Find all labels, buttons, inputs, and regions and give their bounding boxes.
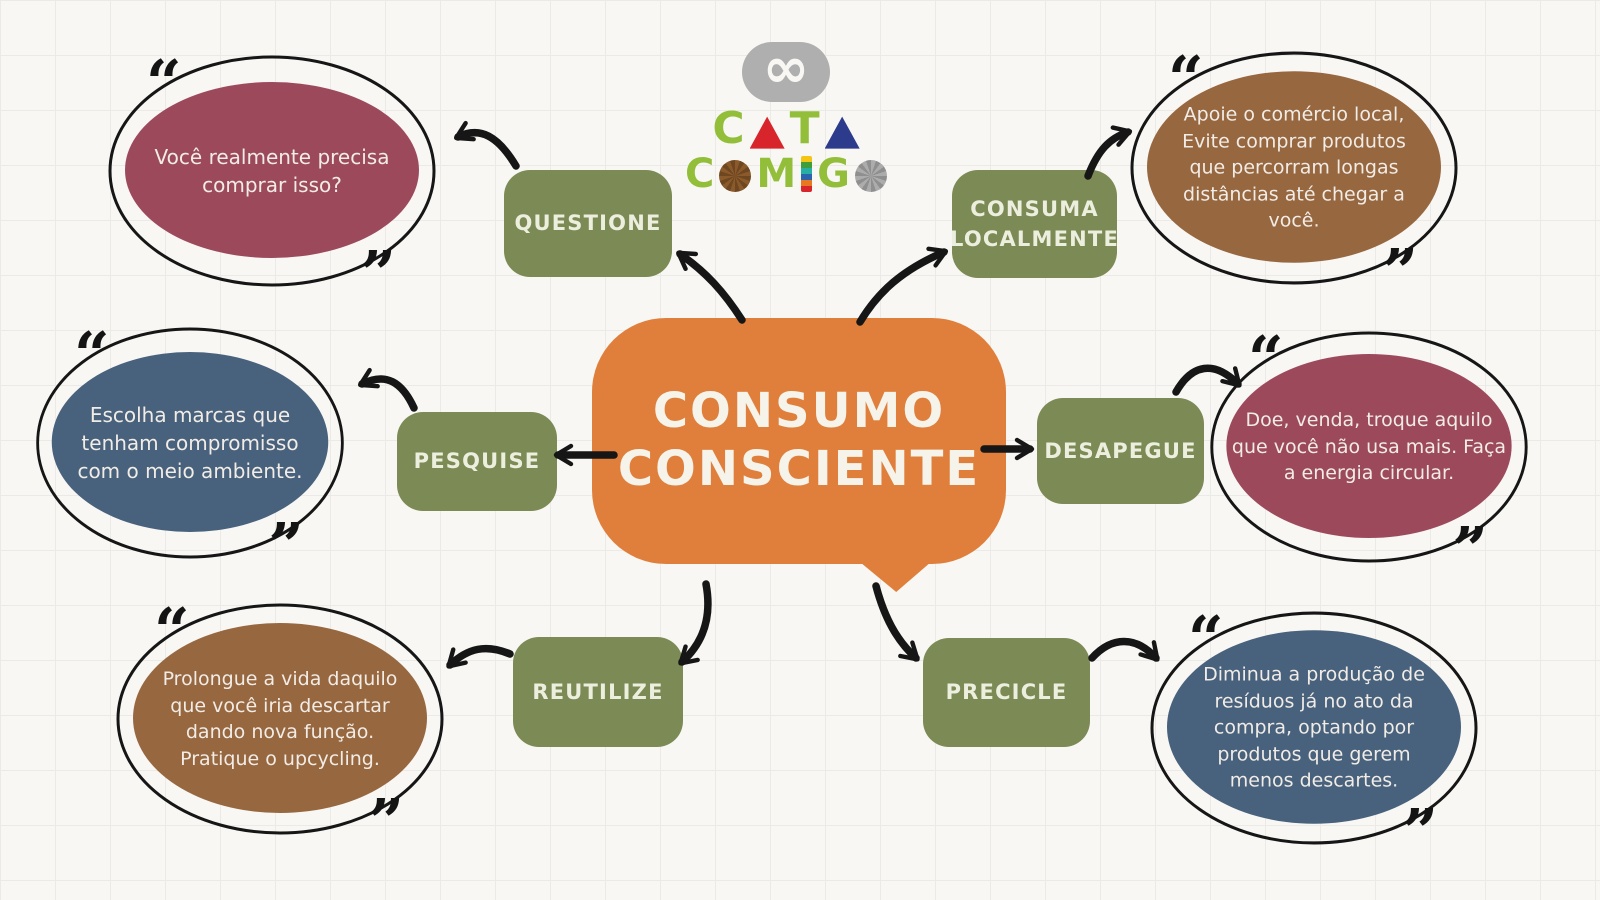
logo-letter-t: T xyxy=(789,103,820,154)
open-quote-icon: “ xyxy=(74,318,110,391)
logo-letter-g: G xyxy=(817,150,851,197)
quote-reutilize: “ Prolongue a vida daquilo que você iria… xyxy=(112,594,448,858)
close-quote-icon: ” xyxy=(1402,794,1438,868)
colored-blocks-letter-i-icon xyxy=(801,155,813,192)
node-reutilize-label: REUTILIZE xyxy=(532,679,664,704)
blue-triangle-letter-a-icon xyxy=(824,116,860,149)
node-reutilize: REUTILIZE xyxy=(513,637,683,747)
node-consuma-localmente: CONSUMA LOCALMENTE xyxy=(949,170,1120,278)
quote-ellipse-fill xyxy=(133,623,427,813)
arrow-questione-to-quote xyxy=(454,120,520,170)
quote-ellipse-outline xyxy=(1150,611,1478,845)
infinity-glyph: ∞ xyxy=(762,36,810,101)
quote-ellipse-outline xyxy=(1210,331,1528,563)
arrow-center-to-precicle xyxy=(872,582,920,662)
central-topic-title: CONSUMO CONSCIENTE xyxy=(592,318,1006,564)
quote-ellipse-outline xyxy=(116,603,444,835)
node-precicle-label: PRECICLE xyxy=(945,680,1068,705)
logo-word-comigo: C M G xyxy=(685,150,888,197)
quote-ellipse-desapegue xyxy=(1210,331,1528,563)
node-questione-label: QUESTIONE xyxy=(514,211,662,236)
quote-reutilize-text: Prolongue a vida daquilo que você iria d… xyxy=(162,667,398,770)
open-quote-icon: “ xyxy=(1248,322,1284,395)
quote-ellipse-pesquise xyxy=(36,327,344,559)
arrow-reutilize-to-quote xyxy=(446,644,514,669)
open-quote-icon: “ xyxy=(1188,602,1224,675)
open-quote-icon: “ xyxy=(1168,42,1204,115)
node-desapegue: DESAPEGUE xyxy=(1037,398,1204,504)
quote-ellipse-fill xyxy=(1226,354,1512,538)
quote-desapegue: “ Doe, venda, troque aquilo que você não… xyxy=(1206,322,1532,586)
close-quote-icon: ” xyxy=(368,784,404,858)
arrow-pesquise-to-quote xyxy=(358,367,418,412)
infinity-icon: ∞ xyxy=(742,36,830,102)
open-quote-icon: “ xyxy=(154,594,190,667)
quote-ellipse-outline xyxy=(36,327,344,559)
quote-ellipse-outline xyxy=(108,55,436,287)
logo-word-cata: C T xyxy=(712,103,860,154)
open-quote-icon: “ xyxy=(146,46,182,119)
quote-precicle: “ Diminua a produção de resíduos já no a… xyxy=(1146,602,1482,868)
brown-coin-letter-o-icon xyxy=(719,159,752,192)
quote-ellipse-questione xyxy=(108,55,436,287)
quote-precicle-text: Diminua a produção de resíduos já no ato… xyxy=(1203,663,1425,792)
quote-pesquise-text: Escolha marcas que tenham compromisso co… xyxy=(77,403,303,483)
central-topic-line1: CONSUMO xyxy=(652,383,946,440)
close-quote-icon: ” xyxy=(1452,512,1488,586)
arrow-center-to-consuma xyxy=(856,246,949,326)
logo-letter-c: C xyxy=(712,103,745,154)
quote-ellipse-precicle xyxy=(1150,611,1478,845)
quote-ellipse-fill xyxy=(1147,71,1441,263)
gray-coin-letter-o-icon xyxy=(855,159,888,192)
close-quote-icon: ” xyxy=(268,508,304,582)
node-consuma-label: CONSUMA LOCALMENTE xyxy=(949,196,1120,251)
quote-ellipse-fill xyxy=(1167,630,1461,824)
central-topic-bubble: CONSUMO CONSCIENTE xyxy=(592,318,1006,592)
quote-ellipse-outline xyxy=(1130,51,1458,285)
logo-letter-c2: C xyxy=(685,150,715,197)
node-questione: QUESTIONE xyxy=(504,170,672,277)
quote-ellipse-fill xyxy=(125,82,419,258)
quote-consuma: “ Apoie o comércio local, Evite comprar … xyxy=(1126,42,1462,308)
logo-letter-m: M xyxy=(756,150,797,197)
quote-ellipse-fill xyxy=(51,352,329,532)
quote-pesquise: “ Escolha marcas que tenham compromisso … xyxy=(32,318,348,582)
quote-ellipse-consuma xyxy=(1130,51,1458,285)
quote-questione-text: Você realmente precisa comprar isso? xyxy=(154,145,390,197)
red-triangle-letter-a-icon xyxy=(749,116,785,149)
central-topic-line2: CONSCIENTE xyxy=(617,441,981,497)
node-pesquise: PESQUISE xyxy=(397,412,557,511)
close-quote-icon: ” xyxy=(1382,234,1418,308)
quote-ellipse-reutilize xyxy=(116,603,444,835)
arrow-center-to-questione xyxy=(676,250,746,324)
close-quote-icon: ” xyxy=(360,236,396,310)
quote-consuma-text: Apoie o comércio local, Evite comprar pr… xyxy=(1182,103,1406,232)
node-precicle: PRECICLE xyxy=(923,638,1090,747)
brand-logo: ∞ C T C M G xyxy=(685,36,888,194)
quote-desapegue-text: Doe, venda, troque aquilo que você não u… xyxy=(1231,409,1507,485)
arrow-center-to-reutilize xyxy=(678,580,712,666)
quote-questione: “ Você realmente precisa comprar isso? ” xyxy=(104,46,440,310)
node-pesquise-label: PESQUISE xyxy=(413,449,541,474)
node-desapegue-label: DESAPEGUE xyxy=(1044,438,1197,463)
